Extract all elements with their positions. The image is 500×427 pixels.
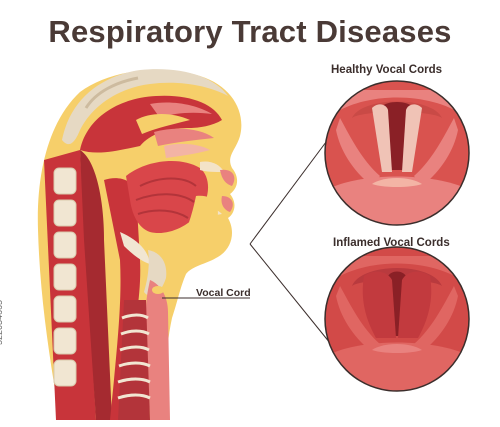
- head-cross-section: [37, 69, 242, 420]
- larynx: [146, 280, 170, 420]
- tongue: [126, 161, 209, 234]
- inflamed-circle-border: [324, 246, 470, 392]
- vocal-cord-label: Vocal Cord: [196, 287, 251, 299]
- epiglottis: [120, 232, 150, 264]
- healthy-circle-border: [324, 80, 470, 226]
- page-title: Respiratory Tract Diseases: [48, 14, 452, 49]
- healthy-vocal-cords-label: Healthy Vocal Cords: [331, 64, 442, 76]
- vocal-cord-marker: [152, 286, 164, 294]
- vertebrae: [53, 167, 77, 387]
- zoom-connector: [249, 133, 333, 344]
- trachea-rings: [117, 313, 151, 400]
- inflamed-vocal-cords-view: [325, 247, 469, 391]
- stock-image-id: 522034665: [0, 299, 4, 345]
- skull-bone: [62, 69, 228, 145]
- healthy-vocal-cords-view: [325, 81, 469, 225]
- inflamed-vocal-cords-label: Inflamed Vocal Cords: [333, 237, 450, 249]
